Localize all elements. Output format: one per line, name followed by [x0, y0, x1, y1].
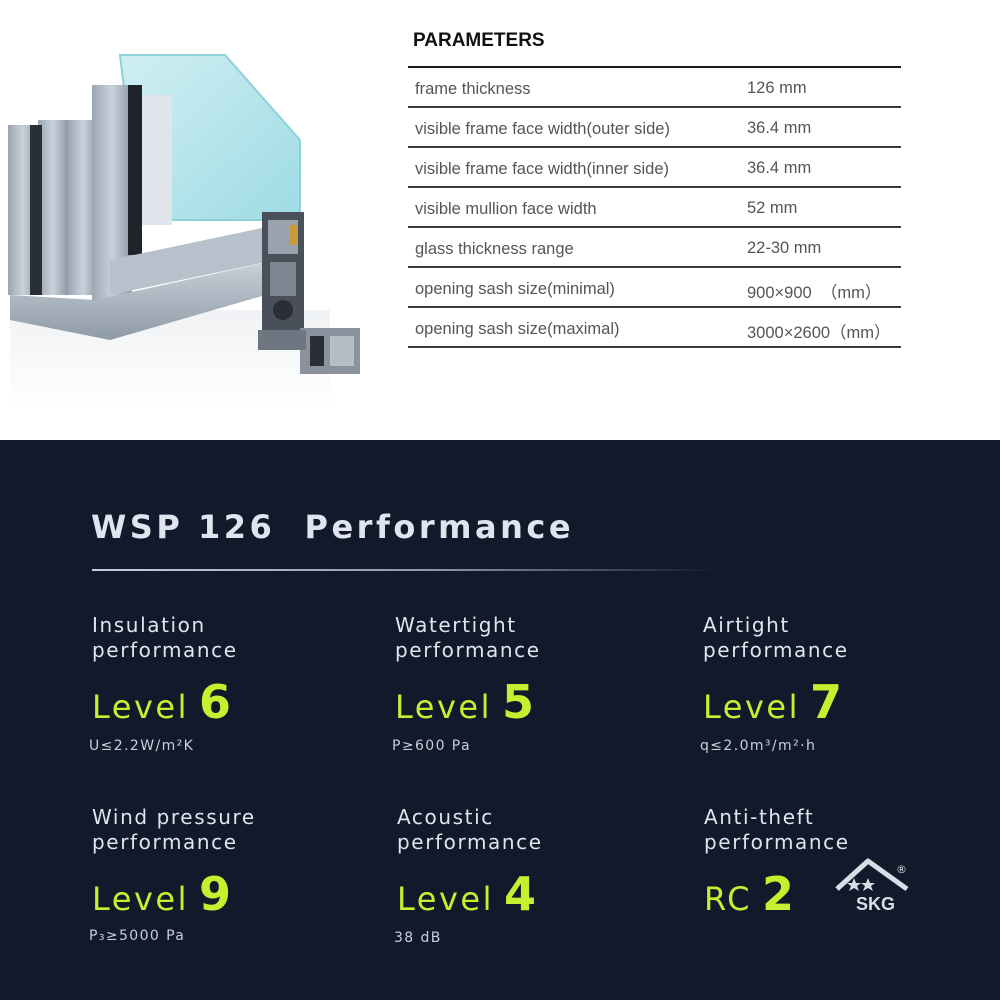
registered-mark: ® [896, 863, 907, 876]
table-row: visible mullion face width 52 mm [408, 188, 901, 228]
table-row: opening sash size(minimal) 900×900 （mm） [408, 268, 901, 308]
param-value: 36.4 mm [747, 159, 812, 177]
param-label: visible frame face width(inner side) [415, 160, 670, 178]
performance-detail: U≤2.2W/m²K [89, 738, 195, 754]
param-value: 900×900 （mm） [747, 284, 882, 302]
parameters-title: PARAMETERS [413, 30, 545, 51]
performance-heading: WSP 126 Performance [91, 508, 575, 546]
table-row: glass thickness range 22-30 mm [408, 228, 901, 268]
skg-text: SKG [856, 894, 895, 914]
parameters-section: PARAMETERS frame thickness 126 mm visibl… [0, 0, 1000, 440]
param-value: 52 mm [747, 199, 798, 217]
param-label: visible mullion face width [415, 200, 597, 218]
table-row: frame thickness 126 mm [408, 68, 901, 108]
param-label: visible frame face width(outer side) [415, 120, 670, 138]
performance-section: WSP 126 Performance Insulation performan… [0, 440, 1000, 1000]
param-value: 126 mm [747, 79, 807, 97]
skg-star-roof-icon: SKG ® [835, 858, 909, 914]
table-row: opening sash size(maximal) 3000×2600（mm） [408, 308, 901, 348]
window-profile-image [8, 54, 360, 410]
param-value: 22-30 mm [747, 239, 822, 257]
table-top-rule [408, 66, 901, 68]
param-label: glass thickness range [415, 240, 574, 258]
performance-detail: P₃≥5000 Pa [89, 928, 186, 944]
param-label: frame thickness [415, 80, 531, 98]
performance-detail: q≤2.0m³/m²·h [700, 738, 817, 754]
param-value: 3000×2600（mm） [747, 324, 891, 342]
performance-name: Airtight performance [703, 613, 849, 662]
table-row: visible frame face width(outer side) 36.… [408, 108, 901, 148]
performance-detail: P≥600 Pa [392, 738, 471, 754]
performance-name: Insulation performance [92, 613, 238, 662]
performance-name: Anti-theft performance [704, 805, 850, 854]
performance-detail: 38 dB [394, 930, 442, 946]
param-value: 36.4 mm [747, 119, 812, 137]
performance-name: Wind pressure performance [92, 805, 256, 854]
performance-name: Acoustic performance [397, 805, 543, 854]
table-row: visible frame face width(inner side) 36.… [408, 148, 901, 188]
heading-divider [92, 569, 717, 571]
parameters-table: frame thickness 126 mm visible frame fac… [408, 66, 901, 348]
param-label: opening sash size(minimal) [415, 280, 615, 298]
performance-name: Watertight performance [395, 613, 541, 662]
param-label: opening sash size(maximal) [415, 320, 620, 338]
